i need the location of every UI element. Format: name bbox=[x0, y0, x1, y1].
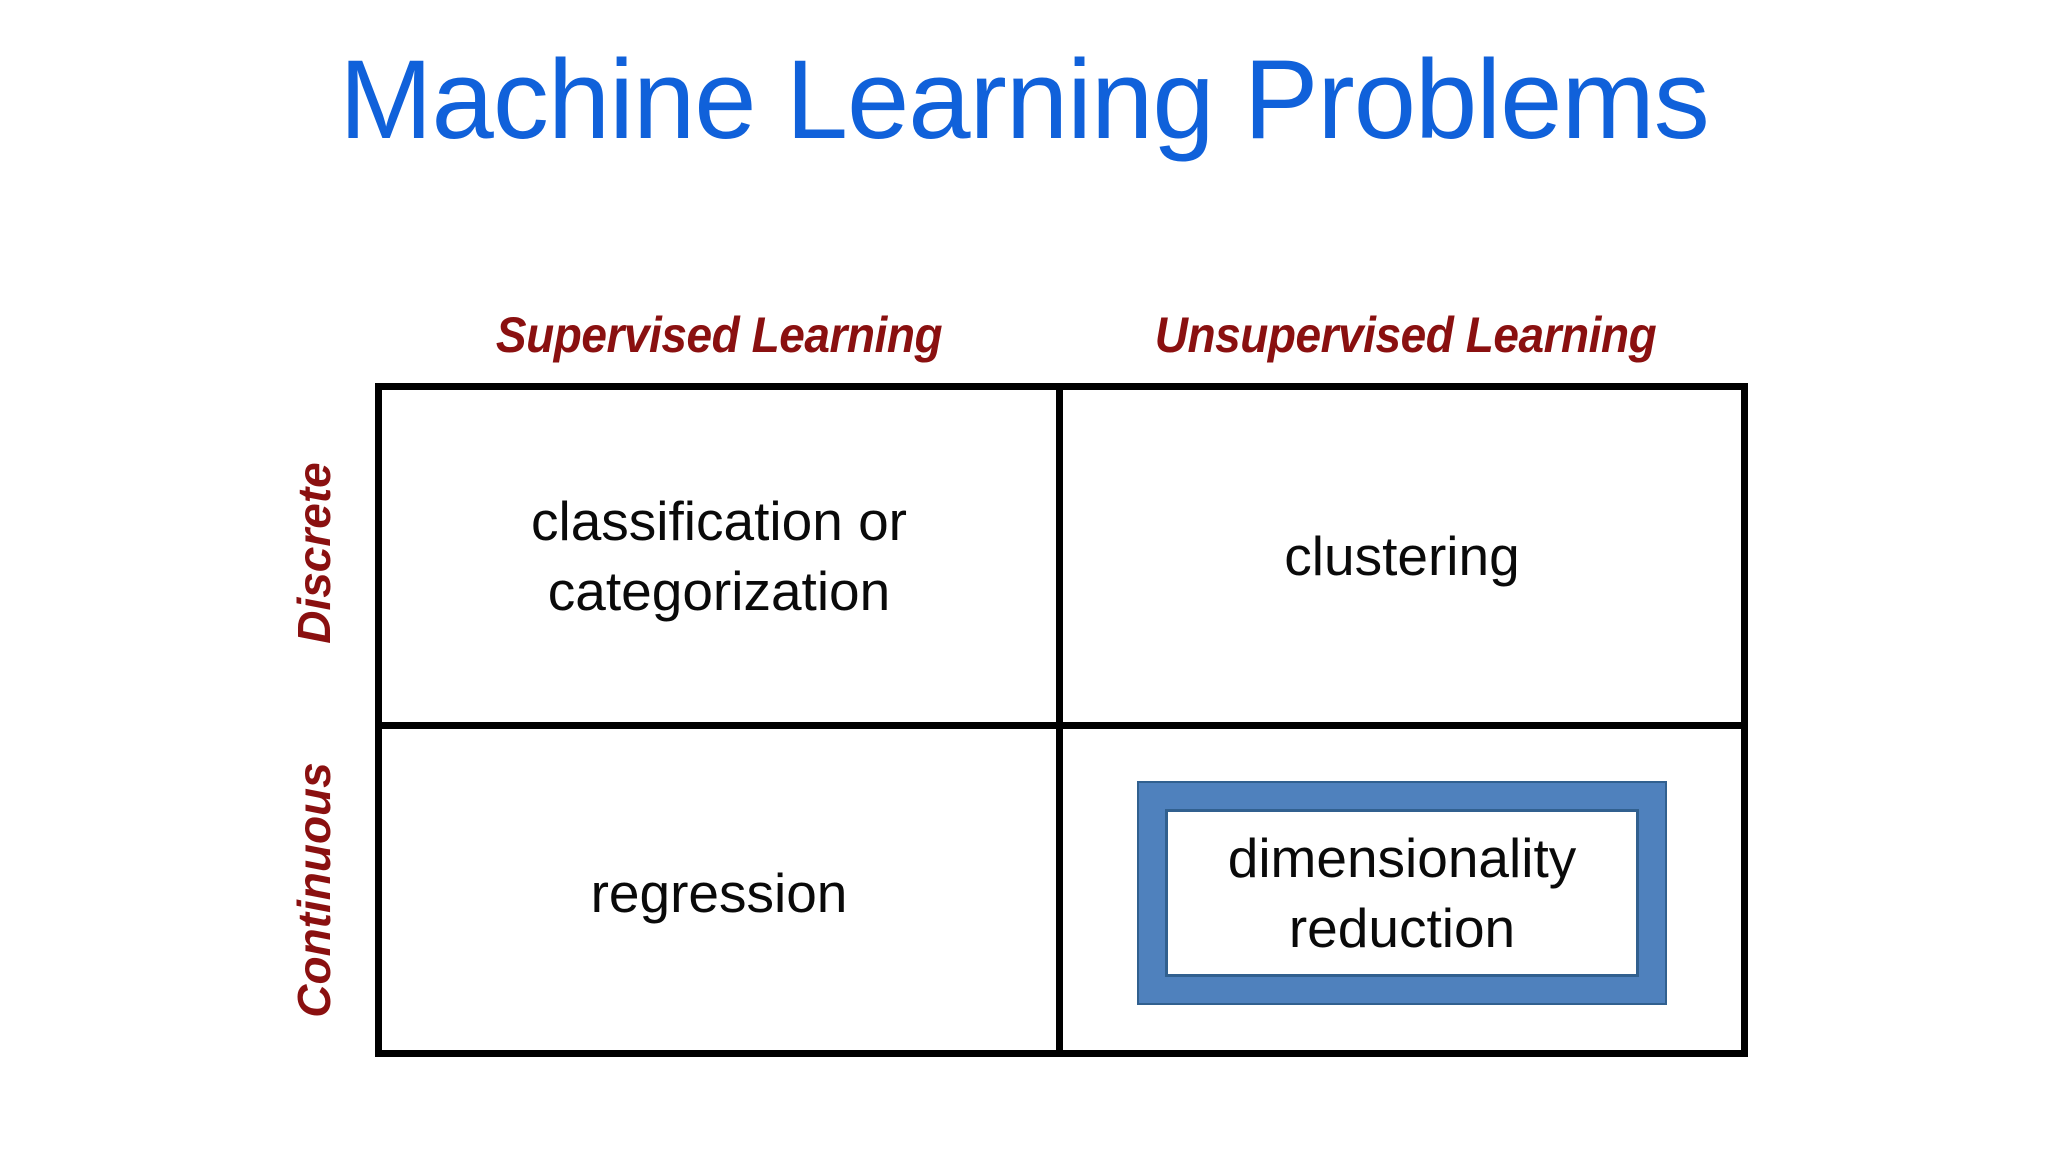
table-row: regression dimensionality reduction bbox=[382, 729, 1741, 1057]
cell-continuous-unsupervised: dimensionality reduction bbox=[1063, 729, 1741, 1057]
row-header-continuous: Continuous bbox=[288, 762, 340, 1018]
ml-problems-matrix: classification or categorization cluster… bbox=[375, 383, 1748, 1057]
cell-discrete-unsupervised: clustering bbox=[1284, 524, 1520, 587]
highlight-callout-box: dimensionality reduction bbox=[1137, 781, 1667, 1005]
row-header-discrete: Discrete bbox=[288, 462, 340, 644]
highlight-callout-label: dimensionality reduction bbox=[1165, 809, 1639, 977]
column-header-unsupervised-learning: Unsupervised Learning bbox=[1154, 307, 1657, 363]
column-header-supervised-learning: Supervised Learning bbox=[495, 307, 943, 363]
cell-discrete-supervised: classification or categorization bbox=[382, 390, 1063, 722]
page-title: Machine Learning Problems bbox=[339, 37, 1710, 162]
table-row: classification or categorization cluster… bbox=[382, 390, 1741, 729]
cell-continuous-supervised: regression bbox=[382, 729, 1063, 1057]
column-header-row: Supervised Learning Unsupervised Learnin… bbox=[375, 300, 1748, 370]
